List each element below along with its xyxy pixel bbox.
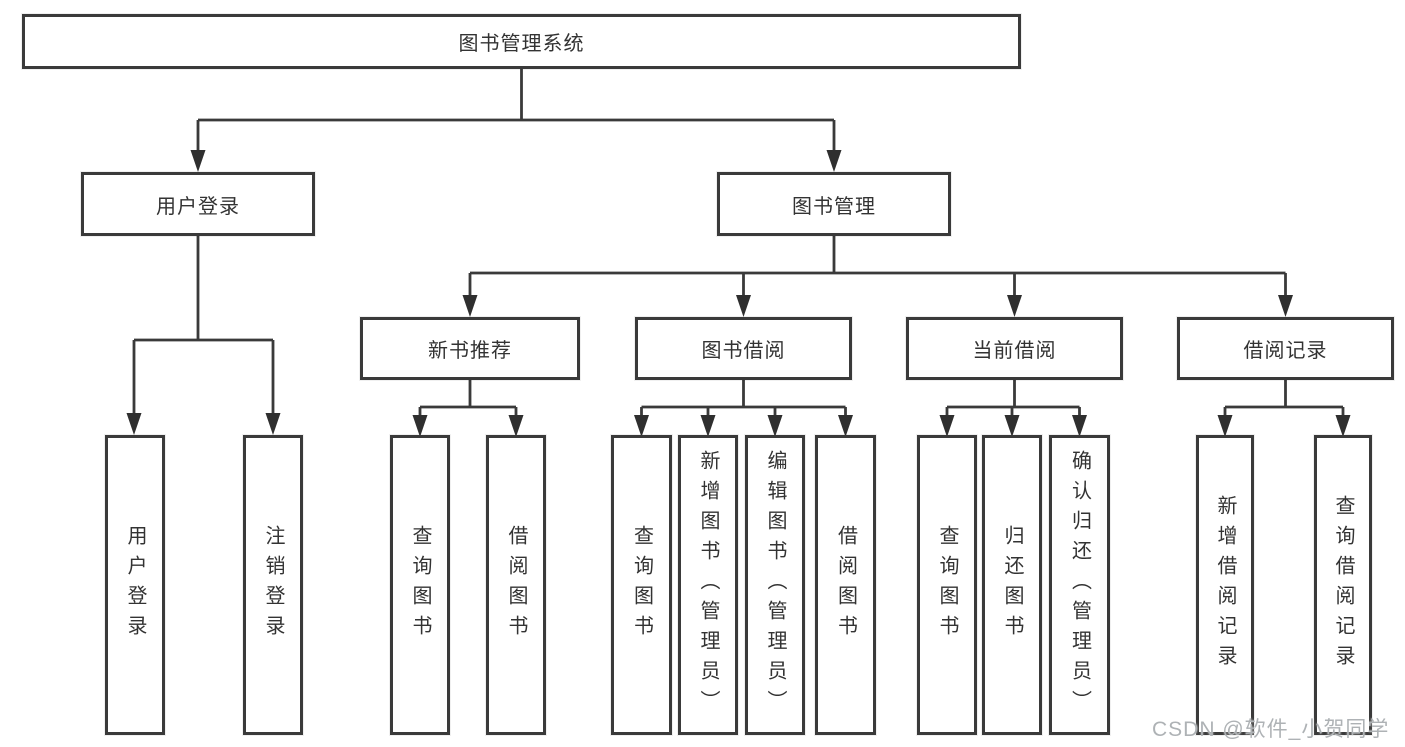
leaf-edit-books-admin: 编辑图书（管理员） (745, 435, 805, 735)
leaf-borrow-books-1-label: 借阅图书 (505, 525, 527, 645)
leaf-confirm-return-admin-label: 确认归还（管理员） (1068, 450, 1091, 720)
leaf-return-books-label: 归还图书 (1001, 525, 1023, 645)
leaf-query-borrow-record: 查询借阅记录 (1314, 435, 1372, 735)
leaf-add-books-admin-label: 新增图书（管理员） (697, 450, 719, 720)
node-borrow-records: 借阅记录 (1177, 317, 1394, 380)
leaf-user-login: 用户登录 (105, 435, 165, 735)
leaf-query-books-2-label: 查询图书 (630, 525, 653, 645)
leaf-add-books-admin: 新增图书（管理员） (678, 435, 738, 735)
node-user-login: 用户登录 (81, 172, 315, 236)
leaf-query-books-3: 查询图书 (917, 435, 977, 735)
leaf-logout: 注销登录 (243, 435, 303, 735)
node-library-management-system: 图书管理系统 (22, 14, 1021, 69)
leaf-borrow-books-2-label: 借阅图书 (834, 525, 857, 645)
leaf-return-books: 归还图书 (982, 435, 1042, 735)
node-book-borrowing: 图书借阅 (635, 317, 852, 380)
node-book-management: 图书管理 (717, 172, 951, 236)
node-current-borrowing: 当前借阅 (906, 317, 1123, 380)
leaf-add-borrow-record-label: 新增借阅记录 (1214, 495, 1236, 675)
leaf-user-login-label: 用户登录 (124, 525, 146, 645)
leaf-confirm-return-admin: 确认归还（管理员） (1049, 435, 1110, 735)
node-new-book-recommendation: 新书推荐 (360, 317, 580, 380)
leaf-query-borrow-record-label: 查询借阅记录 (1332, 495, 1354, 675)
leaf-query-books-1-label: 查询图书 (409, 525, 431, 645)
leaf-edit-books-admin-label: 编辑图书（管理员） (764, 450, 786, 720)
leaf-add-borrow-record: 新增借阅记录 (1196, 435, 1254, 735)
csdn-watermark: CSDN @软件_小贺同学 (1152, 718, 1390, 741)
leaf-query-books-2: 查询图书 (611, 435, 672, 735)
leaf-borrow-books-2: 借阅图书 (815, 435, 876, 735)
leaf-borrow-books-1: 借阅图书 (486, 435, 546, 735)
leaf-query-books-1: 查询图书 (390, 435, 450, 735)
leaf-query-books-3-label: 查询图书 (936, 525, 958, 645)
leaf-logout-label: 注销登录 (262, 525, 284, 645)
